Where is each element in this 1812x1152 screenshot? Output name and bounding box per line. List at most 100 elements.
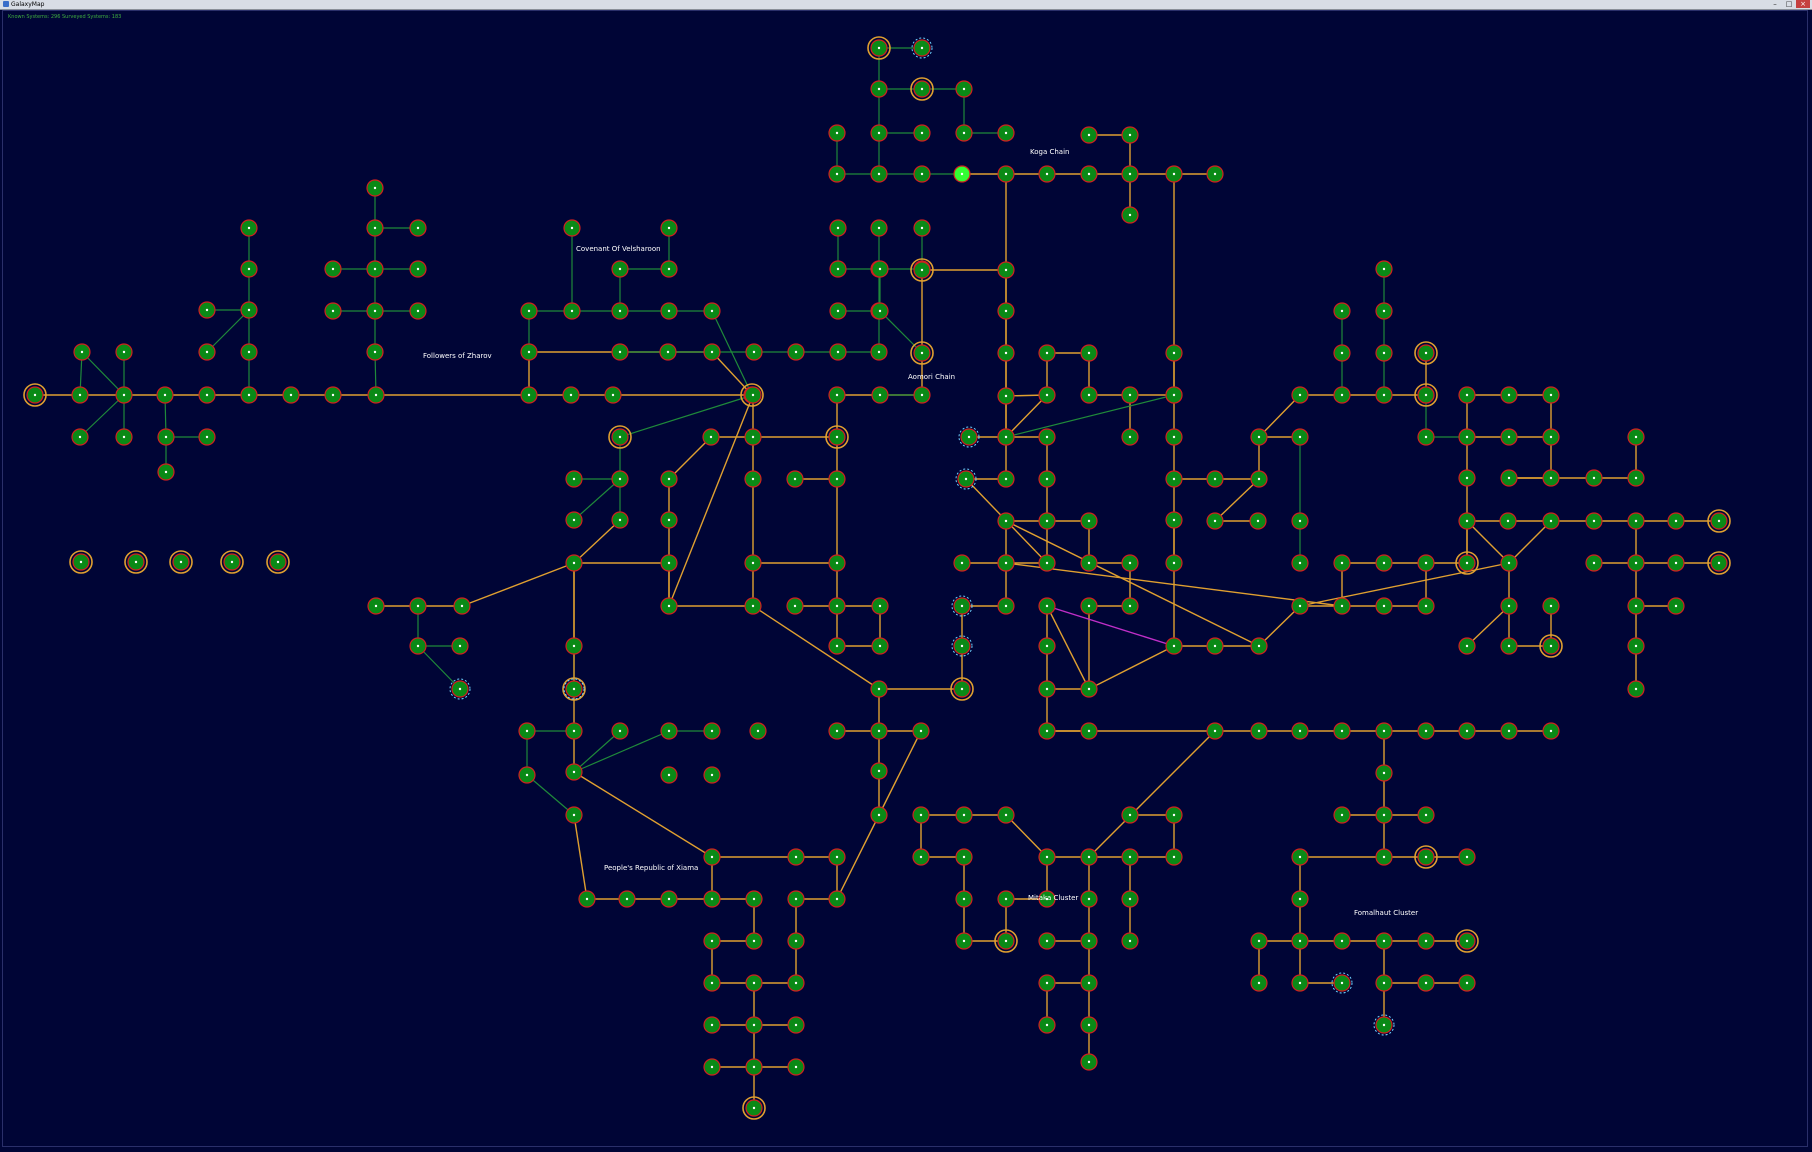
star-system[interactable] — [1458, 386, 1476, 404]
star-system[interactable] — [871, 597, 889, 615]
star-system[interactable] — [870, 343, 888, 361]
star-system[interactable] — [115, 386, 133, 404]
star-system[interactable] — [703, 766, 721, 784]
star-system[interactable] — [744, 470, 762, 488]
star-system[interactable] — [1038, 386, 1056, 404]
star-system[interactable] — [562, 386, 580, 404]
star-system[interactable] — [745, 343, 763, 361]
star-system[interactable] — [240, 386, 258, 404]
star-system[interactable] — [71, 386, 89, 404]
star-system[interactable] — [1038, 554, 1056, 572]
star-system[interactable] — [1080, 680, 1098, 698]
star-system[interactable] — [1542, 597, 1560, 615]
star-system[interactable] — [1291, 932, 1309, 950]
star-system[interactable] — [1627, 428, 1645, 446]
star-system[interactable] — [744, 428, 762, 446]
star-system[interactable] — [867, 36, 891, 60]
star-system[interactable] — [565, 637, 583, 655]
star-system[interactable] — [1080, 932, 1098, 950]
star-system[interactable] — [1333, 932, 1351, 950]
star-system[interactable] — [1458, 722, 1476, 740]
star-system[interactable] — [1333, 386, 1351, 404]
star-system[interactable] — [1455, 929, 1479, 953]
close-button[interactable]: × — [1796, 0, 1810, 8]
star-system[interactable] — [997, 302, 1015, 320]
star-system[interactable] — [1165, 554, 1183, 572]
star-system[interactable] — [565, 511, 583, 529]
star-system[interactable] — [1038, 848, 1056, 866]
star-system[interactable] — [997, 806, 1015, 824]
star-system[interactable] — [870, 762, 888, 780]
star-system[interactable] — [240, 219, 258, 237]
star-system[interactable] — [1121, 597, 1139, 615]
star-system[interactable] — [745, 890, 763, 908]
star-system[interactable] — [1121, 848, 1139, 866]
star-system[interactable] — [703, 1058, 721, 1076]
star-system[interactable] — [1331, 972, 1353, 994]
star-system[interactable] — [955, 932, 973, 950]
star-system[interactable] — [1038, 344, 1056, 362]
star-system[interactable] — [1585, 554, 1603, 572]
star-system[interactable] — [1585, 512, 1603, 530]
star-system[interactable] — [828, 597, 846, 615]
star-system[interactable] — [1458, 848, 1476, 866]
star-system[interactable] — [871, 260, 889, 278]
star-system[interactable] — [1080, 722, 1098, 740]
star-system[interactable] — [660, 219, 678, 237]
star-system[interactable] — [1121, 126, 1139, 144]
star-system[interactable] — [449, 678, 471, 700]
star-system[interactable] — [745, 974, 763, 992]
star-system[interactable] — [409, 637, 427, 655]
star-system[interactable] — [366, 260, 384, 278]
star-system[interactable] — [1165, 511, 1183, 529]
star-system[interactable] — [660, 470, 678, 488]
star-system[interactable] — [660, 766, 678, 784]
star-system[interactable] — [324, 302, 342, 320]
star-system[interactable] — [870, 680, 888, 698]
star-system[interactable] — [1500, 386, 1518, 404]
star-system[interactable] — [912, 722, 930, 740]
star-system[interactable] — [955, 890, 973, 908]
star-system[interactable] — [953, 165, 971, 183]
star-system[interactable] — [1080, 974, 1098, 992]
star-system[interactable] — [565, 470, 583, 488]
star-system[interactable] — [1375, 848, 1393, 866]
star-system[interactable] — [1417, 722, 1435, 740]
star-system[interactable] — [1627, 637, 1645, 655]
star-system[interactable] — [997, 344, 1015, 362]
star-system[interactable] — [366, 219, 384, 237]
star-system[interactable] — [1500, 722, 1518, 740]
star-system[interactable] — [1375, 344, 1393, 362]
star-system[interactable] — [1165, 848, 1183, 866]
star-system[interactable] — [997, 470, 1015, 488]
star-system[interactable] — [953, 554, 971, 572]
star-system[interactable] — [870, 806, 888, 824]
star-system[interactable] — [829, 219, 847, 237]
star-system[interactable] — [1291, 722, 1309, 740]
star-system[interactable] — [198, 386, 216, 404]
star-system[interactable] — [787, 932, 805, 950]
star-system[interactable] — [1165, 806, 1183, 824]
star-system[interactable] — [520, 343, 538, 361]
star-system[interactable] — [1038, 932, 1056, 950]
star-system[interactable] — [660, 722, 678, 740]
star-system[interactable] — [828, 637, 846, 655]
star-system[interactable] — [1375, 386, 1393, 404]
star-system[interactable] — [955, 806, 973, 824]
star-system[interactable] — [366, 302, 384, 320]
star-system[interactable] — [1414, 341, 1438, 365]
star-system[interactable] — [1375, 974, 1393, 992]
star-system[interactable] — [1080, 1016, 1098, 1034]
star-system[interactable] — [870, 124, 888, 142]
star-system[interactable] — [786, 470, 804, 488]
star-system[interactable] — [828, 124, 846, 142]
star-system[interactable] — [913, 219, 931, 237]
star-system[interactable] — [1417, 932, 1435, 950]
star-system[interactable] — [1250, 470, 1268, 488]
star-system[interactable] — [742, 1096, 766, 1120]
star-system[interactable] — [1667, 597, 1685, 615]
star-system[interactable] — [1121, 428, 1139, 446]
maximize-button[interactable]: □ — [1785, 0, 1793, 8]
star-system[interactable] — [1499, 512, 1517, 530]
star-system[interactable] — [744, 554, 762, 572]
